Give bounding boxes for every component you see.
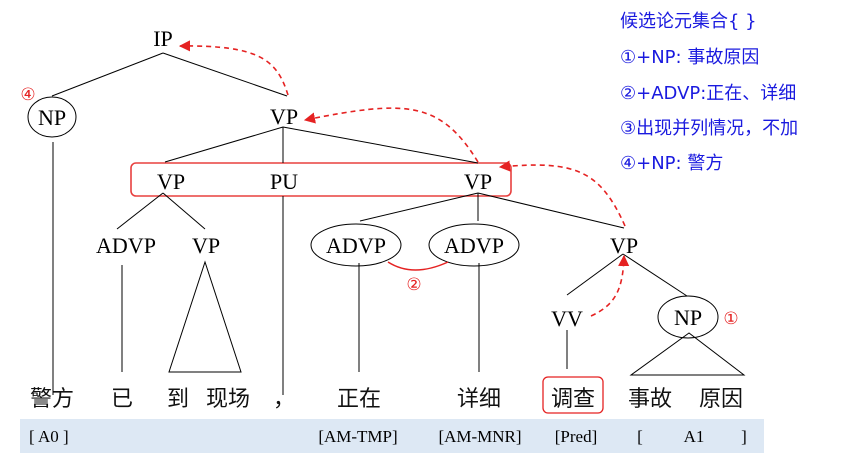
node-advp-mid1: ADVP: [326, 233, 386, 258]
mark-one: ①: [723, 309, 738, 329]
edge-vpright-advp1: [359, 192, 479, 222]
word-shigu: 事故: [628, 387, 672, 412]
role-a1: A1: [684, 427, 705, 446]
red-dashed-arrows: [178, 40, 630, 317]
edge-ip-np: [51, 52, 164, 97]
np-top-ellipse: [27, 96, 77, 138]
arrow-vv-to-vpinner: [590, 254, 630, 317]
coordination-highlight-box: [130, 162, 512, 197]
mark-four: ④: [20, 85, 35, 105]
node-np-obj: NP: [674, 305, 702, 330]
word-diaocha: 调查: [551, 387, 595, 412]
edge-ip-vp: [162, 52, 288, 97]
word-jingfang: 警方: [30, 387, 74, 412]
node-ellipses: [27, 96, 719, 339]
legend-item-4: ④+NP: 警方: [620, 153, 723, 174]
word-yi: 已: [111, 387, 133, 412]
node-pu: PU: [270, 169, 298, 194]
edge-vp-vpright: [282, 126, 479, 164]
role-am-mnr: [AM-MNR]: [438, 427, 521, 446]
node-vp-coord-right: VP: [464, 169, 492, 194]
word-dao: 到: [167, 387, 189, 412]
word-zhengzai: 正在: [337, 387, 381, 412]
node-ip: IP: [153, 26, 173, 51]
word-xiangxi: 详细: [457, 387, 501, 412]
arrow-vp-to-ip: [178, 40, 289, 96]
node-vp-left-child: VP: [192, 233, 220, 258]
word-comma: ，: [273, 387, 295, 412]
role-pred: [Pred]: [555, 427, 597, 446]
role-label-band: [20, 419, 764, 453]
node-advp-mid2: ADVP: [444, 233, 504, 258]
node-vp-top: VP: [270, 104, 298, 129]
edge-vpinner-vv: [566, 253, 624, 296]
edge-np-triangle: [629, 332, 746, 376]
role-a0: [ A0 ]: [29, 427, 69, 446]
predicate-highlight-box: [542, 376, 604, 414]
advp-link-curve: [387, 261, 449, 271]
edge-vp-triangle: [168, 260, 242, 373]
np-obj-ellipse: [657, 295, 719, 339]
role-a1-open-bracket: [: [637, 427, 643, 446]
advp-mid1-ellipse: [310, 223, 402, 267]
node-np-top: NP: [38, 105, 66, 130]
role-am-tmp: [AM-TMP]: [318, 427, 397, 446]
node-vp-inner: VP: [610, 233, 638, 258]
role-a1-close-bracket: ]: [741, 427, 747, 446]
word-xianchang: 现场: [206, 387, 250, 412]
legend-title: 候选论元集合{ }: [620, 11, 757, 32]
advp-mid2-ellipse: [428, 223, 520, 267]
arrow-vpright-to-vp: [303, 107, 479, 163]
legend-item-3: ③出现并列情况，不加: [620, 118, 798, 139]
node-vv: VV: [551, 306, 583, 331]
edge-vp-vpleft: [164, 126, 284, 163]
edge-vpleft-advp: [116, 192, 164, 230]
arrow-vpinner-to-vpright: [498, 160, 626, 227]
node-advp-left: ADVP: [96, 233, 156, 258]
tree-edges: [51, 52, 746, 395]
edge-vpinner-np: [622, 253, 688, 297]
mark-two: ②: [406, 275, 421, 295]
edge-vpright-vpinner: [477, 192, 625, 229]
legend-item-2: ②+ADVP:正在、详细: [620, 83, 796, 104]
legend-item-1: ①+NP: 事故原因: [620, 47, 759, 68]
word-yuanyin: 原因: [699, 387, 743, 412]
node-vp-coord-left: VP: [157, 169, 185, 194]
edge-vpleft-vp: [162, 192, 206, 230]
